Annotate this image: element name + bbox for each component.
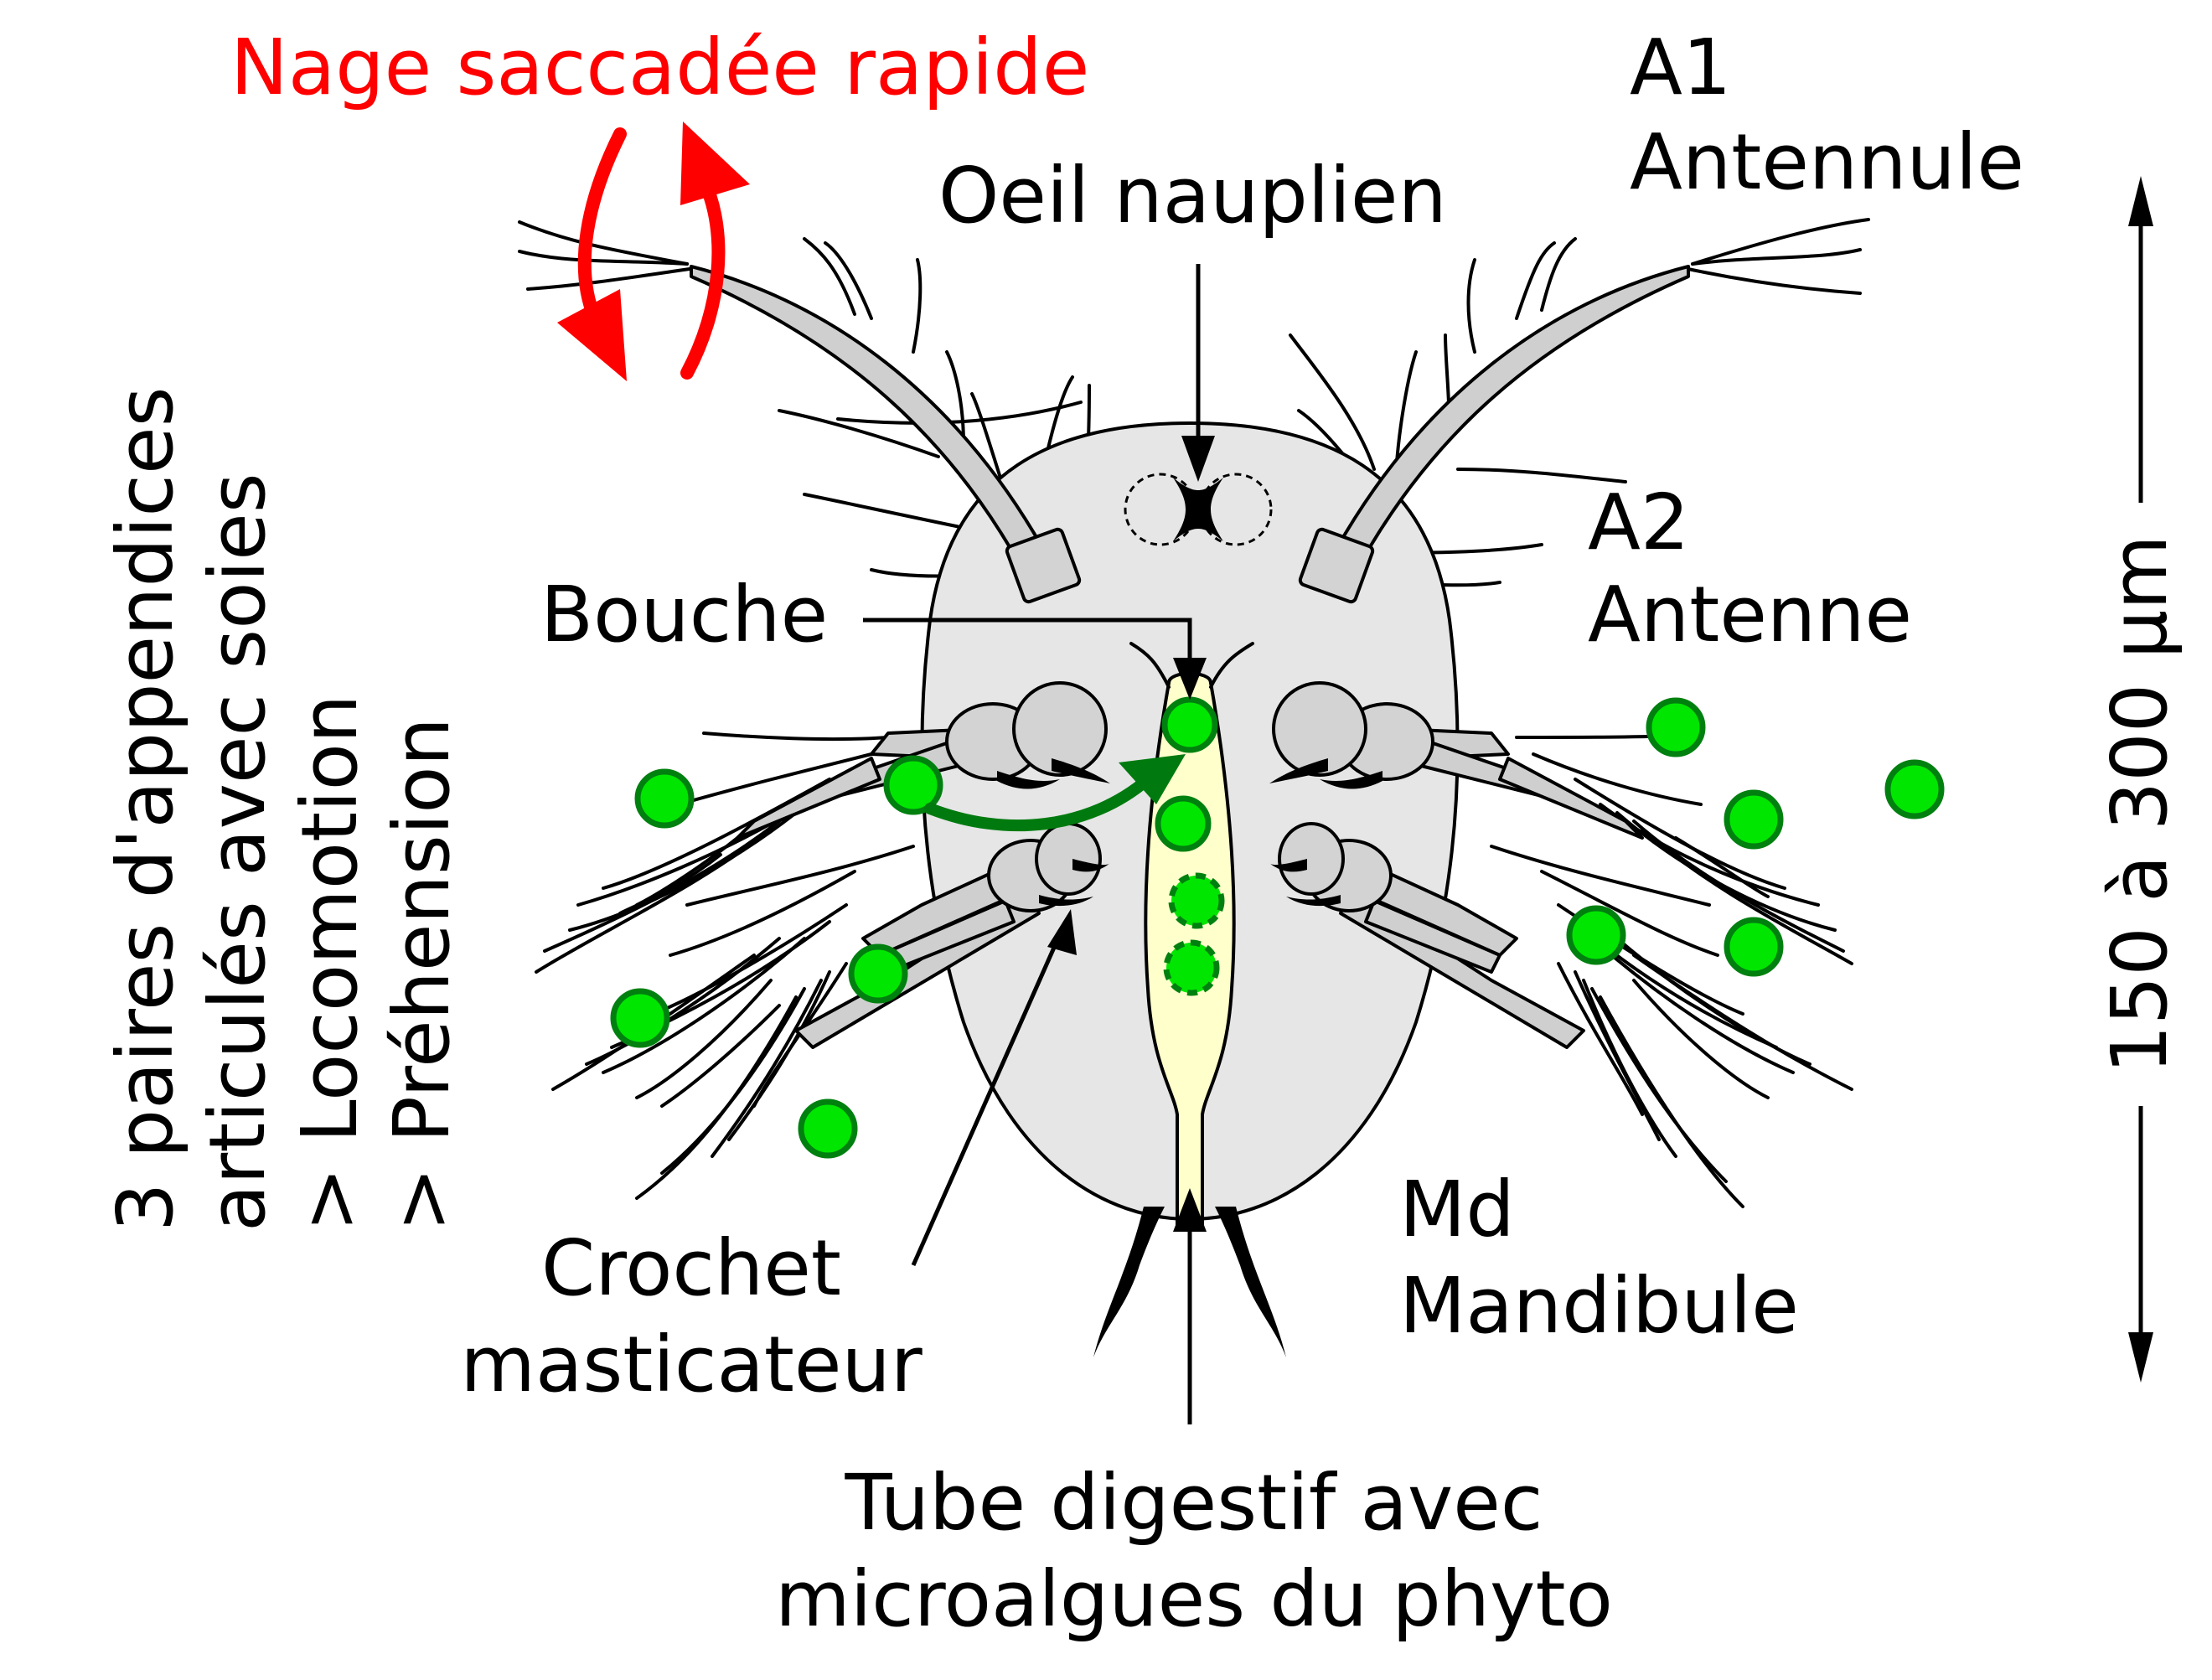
- swim-label: Nage saccadée rapide: [230, 23, 1089, 112]
- appendages-label-line1: 3 paires d'appendices: [101, 386, 190, 1232]
- appendages-label-line4: > Préhension: [377, 717, 467, 1232]
- alga-3: [610, 988, 670, 1048]
- microalgae-group: [610, 696, 1945, 1159]
- antennule-left-base: [1005, 527, 1082, 604]
- eye-label: Oeil nauplien: [938, 151, 1447, 240]
- gut-label-line1: Tube digestif avec: [845, 1458, 1543, 1548]
- alga-1: [634, 768, 695, 829]
- feeding-arrow: [924, 754, 1186, 832]
- alga-2: [883, 755, 943, 815]
- a1-name-label: Antennule: [1630, 117, 2024, 207]
- md-name-label: Mandibule: [1399, 1261, 1799, 1351]
- mandible-right: [1269, 822, 1585, 1049]
- caudal-spine-left: [1093, 1207, 1165, 1357]
- pointer-gut: [1173, 1188, 1207, 1424]
- alga-5: [798, 1098, 858, 1159]
- hook-label-line2: masticateur: [460, 1320, 923, 1409]
- alga-10: [1724, 917, 1784, 977]
- a1-code-label: A1: [1630, 23, 1731, 112]
- alga-4: [848, 943, 908, 1004]
- alga-gut-2: [1155, 795, 1212, 852]
- a2-name-label: Antenne: [1588, 570, 1912, 659]
- antenna-right: [1269, 681, 1644, 840]
- labrum-seta-right: [1209, 642, 1254, 689]
- appendages-label-line2: articulés avec soies: [193, 473, 282, 1232]
- alga-8: [1884, 759, 1945, 819]
- size-label: 150 à 300 µm: [2095, 535, 2184, 1073]
- appendages-label-line3: > Locomotion: [285, 695, 375, 1232]
- caudal-spine-right: [1215, 1207, 1286, 1357]
- gut-label-line2: microalgues du phyto: [775, 1554, 1613, 1644]
- labrum-seta-left: [1129, 642, 1171, 689]
- pointer-mouth: [863, 618, 1207, 700]
- alga-6: [1646, 697, 1706, 757]
- antennule-right-base: [1298, 527, 1375, 604]
- swim-arrows: [557, 121, 750, 381]
- mandible-left: [794, 822, 1110, 1049]
- alga-gut-1: [1161, 696, 1218, 753]
- alga-9: [1566, 905, 1626, 965]
- appendages-label: 3 paires d'appendices articulés avec soi…: [101, 386, 467, 1232]
- nauplius-eye: [1124, 473, 1273, 546]
- md-code-label: Md: [1399, 1165, 1515, 1254]
- hook-label-line1: Crochet: [541, 1223, 841, 1313]
- pointer-eye: [1181, 264, 1215, 482]
- alga-gut-3: [1168, 872, 1225, 929]
- a2-code-label: A2: [1588, 478, 1689, 567]
- alga-7: [1724, 789, 1784, 850]
- alga-gut-4: [1163, 939, 1220, 996]
- scale-bar: 150 à 300 µm: [2095, 176, 2184, 1383]
- pointer-hook: [911, 909, 1077, 1267]
- mouth-label: Bouche: [540, 570, 828, 659]
